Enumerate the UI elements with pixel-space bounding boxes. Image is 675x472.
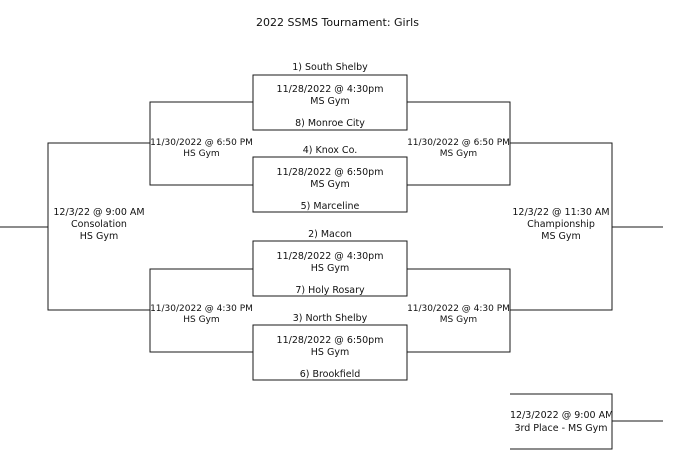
championship-venue: MS Gym [541,231,581,242]
game-3-top-team: 2) Macon [308,229,352,240]
third-place-date: 12/3/2022 @ 9:00 AM [510,410,614,421]
game-4-date: 11/28/2022 @ 6:50pm [276,335,384,346]
game-4-top-team: 3) North Shelby [292,313,368,324]
game-3-date: 11/28/2022 @ 4:30pm [276,251,384,262]
consolation-name: Consolation [71,219,127,230]
left-semi-1-date: 11/30/2022 @ 6:50 PM [150,138,253,148]
left-semi-2-date: 11/30/2022 @ 4:30 PM [150,304,253,314]
left-semi-1-venue: HS Gym [183,149,220,159]
championship-date: 12/3/22 @ 11:30 AM [512,207,610,218]
left-semi-2-venue: HS Gym [183,315,220,325]
game-1-date: 11/28/2022 @ 4:30pm [276,84,384,95]
game-4-bottom-team: 6) Brookfield [299,369,361,380]
game-2-date: 11/28/2022 @ 6:50pm [276,167,384,178]
game-2-venue: MS Gym [310,179,350,190]
game-3-bottom-team: 7) Holy Rosary [295,285,365,296]
game-3-venue: HS Gym [310,263,350,274]
consolation-venue: HS Gym [79,231,119,242]
right-semi-1-venue: MS Gym [439,149,478,159]
game-1-top-team: 1) South Shelby [292,62,368,73]
game-1-venue: MS Gym [310,96,350,107]
page-title: 2022 SSMS Tournament: Girls [256,16,419,29]
third-place-label: 3rd Place - MS Gym [514,423,608,434]
game-1-bottom-team: 8) Monroe City [295,118,365,129]
championship-name: Championship [527,219,595,230]
right-semi-1-date: 11/30/2022 @ 6:50 PM [407,138,510,148]
right-semi-2-venue: MS Gym [439,315,478,325]
consolation-date: 12/3/22 @ 9:00 AM [53,207,145,218]
third-place-bracket [510,393,613,450]
game-2-top-team: 4) Knox Co. [302,145,358,156]
game-4-venue: HS Gym [310,347,350,358]
right-semi-2-date: 11/30/2022 @ 4:30 PM [407,304,510,314]
game-2-bottom-team: 5) Marceline [300,201,360,212]
